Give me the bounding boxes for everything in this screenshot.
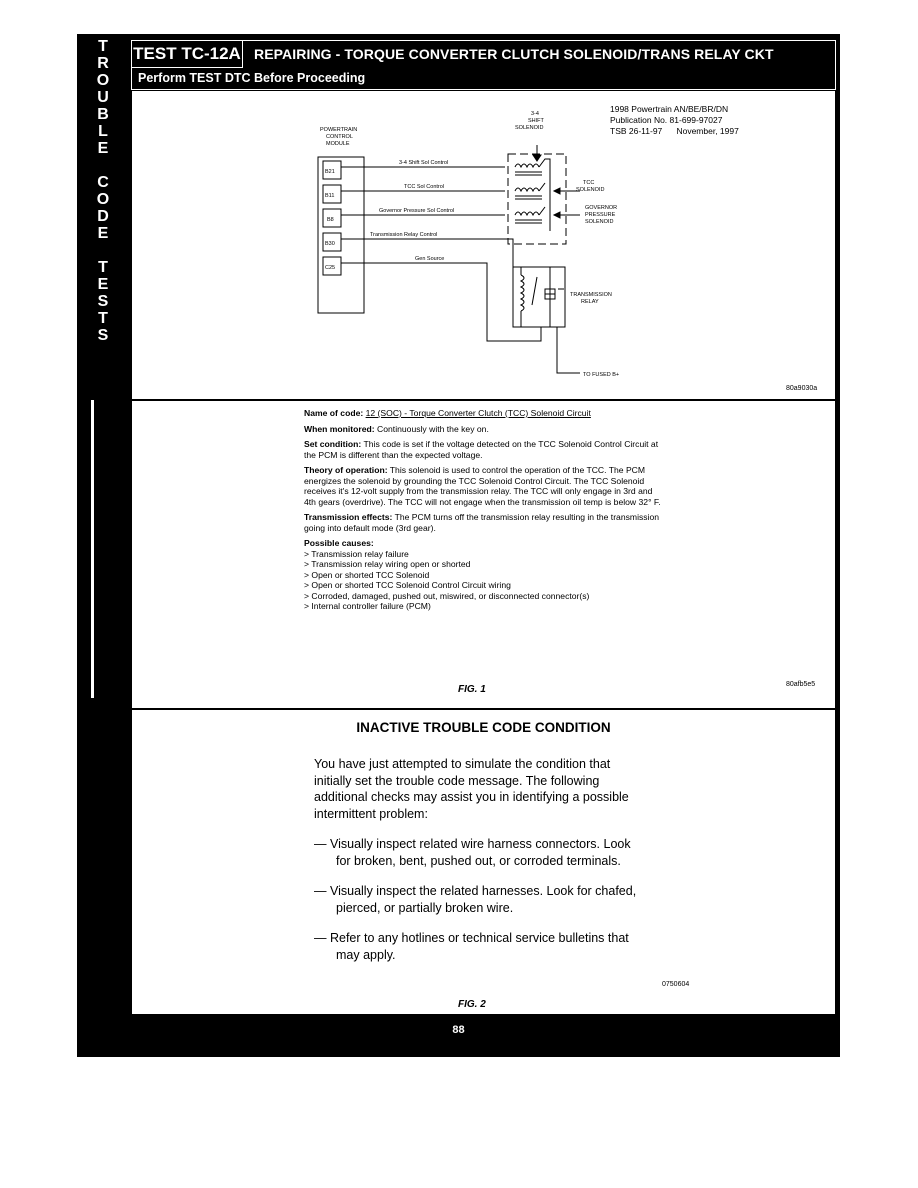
pub-line: 1998 Powertrain AN/BE/BR/DN <box>610 104 729 114</box>
perform-instruction: Perform TEST DTC Before Proceeding <box>138 71 366 85</box>
test-header: TEST TC-12A REPAIRING - TORQUE CONVERTER… <box>131 40 836 90</box>
pcm-label: MODULE <box>326 141 350 147</box>
inactive-title: INACTIVE TROUBLE CODE CONDITION <box>356 720 611 735</box>
effects-value: The PCM turns off the transmission relay… <box>304 512 660 533</box>
sidebar-letter: T <box>98 310 108 327</box>
inactive-intro: You have just attempted to simulate the … <box>314 757 629 821</box>
pin-label: B11 <box>325 193 334 199</box>
shift-solenoid-label: SHIFT <box>528 118 545 124</box>
theory-label: Theory of operation: <box>304 465 388 475</box>
pin-label: B8 <box>327 217 334 223</box>
list-item: > Transmission relay wiring open or shor… <box>304 559 471 569</box>
sidebar-letter: L <box>98 123 108 140</box>
possible-causes-list: > Transmission relay failure > Transmiss… <box>304 549 664 612</box>
pub-line: Publication No. 81-699-97027 <box>610 115 723 125</box>
list-item: > Open or shorted TCC Solenoid Control C… <box>304 580 511 590</box>
check-item: — Refer to any hotlines or technical ser… <box>314 931 629 962</box>
list-item: > Open or shorted TCC Solenoid <box>304 569 430 580</box>
sidebar-letter: R <box>97 55 109 72</box>
list-item: > Internal controller failure (PCM) <box>304 601 431 611</box>
pcm-box <box>317 156 365 314</box>
wire-label: TCC Sol Control <box>404 184 444 190</box>
sidebar-letter: O <box>96 191 110 208</box>
set-condition-label: Set condition: <box>304 439 362 449</box>
fused-label: TO FUSED B+ <box>583 372 619 378</box>
check-item: — Visually inspect the related harnesses… <box>314 884 637 915</box>
pcm-label: CONTROL <box>326 134 353 140</box>
list-item: > Corroded, damaged, pushed out, miswire… <box>304 590 590 601</box>
bottom-bar <box>77 1047 840 1057</box>
relay-label: RELAY <box>581 299 599 305</box>
figure-2-label: FIG. 2 <box>458 999 486 1010</box>
list-item: > Transmission relay failure <box>304 548 409 559</box>
sidebar-letter: E <box>97 225 109 242</box>
code-info-panel: Name of code: 12 (SOC) - Torque Converte… <box>131 400 836 709</box>
tcc-solenoid-label: TCC <box>583 180 594 186</box>
governor-label: PRESSURE <box>585 212 616 218</box>
wiring-diagram: POWERTRAIN CONTROL MODULE B21 B11 B8 B30… <box>317 111 619 378</box>
inactive-condition-panel: INACTIVE TROUBLE CODE CONDITION You have… <box>131 709 836 1015</box>
wire-label: Governor Pressure Sol Control <box>379 208 454 214</box>
code-info-text: Name of code: 12 (SOC) - Torque Converte… <box>304 408 664 612</box>
sidebar-letter: T <box>98 38 108 55</box>
page-number: 88 <box>452 1024 465 1036</box>
wire-label: Gen Source <box>415 256 444 262</box>
pin-label: B30 <box>325 241 335 247</box>
possible-causes-label: Possible causes: <box>304 538 374 548</box>
pub-line: TSB 26-11-97 November, 1997 <box>610 126 739 136</box>
shift-solenoid-label: 3-4 <box>531 111 539 117</box>
sidebar-letter: O <box>96 72 110 89</box>
pin-label: B21 <box>325 169 335 175</box>
diagram-code: 80a9030a <box>786 385 818 392</box>
tcc-solenoid-label: SOLENOID <box>576 187 604 193</box>
check-item: — Visually inspect related wire harness … <box>314 837 631 868</box>
theory-value: This solenoid is used to control the ope… <box>304 465 661 507</box>
shift-solenoid-label: SOLENOID <box>515 125 543 131</box>
when-monitored-value: Continuously with the key on. <box>377 423 489 434</box>
sidebar-letter: T <box>98 259 108 276</box>
publication-info: 1998 Powertrain AN/BE/BR/DN Publication … <box>610 104 739 137</box>
wiring-diagram-panel: 1998 Powertrain AN/BE/BR/DN Publication … <box>131 90 836 400</box>
sidebar-letter: C <box>97 174 109 191</box>
sidebar-letter: B <box>97 106 109 123</box>
relay-label: TRANSMISSION <box>570 292 612 298</box>
sidebar-letter: S <box>97 327 109 344</box>
when-monitored-label: When monitored: <box>304 423 375 434</box>
set-condition-value: This code is set if the voltage detected… <box>304 439 659 460</box>
pcm-label: POWERTRAIN <box>320 127 357 133</box>
test-title: REPAIRING - TORQUE CONVERTER CLUTCH SOLE… <box>254 46 774 62</box>
sidebar-rule <box>91 400 94 698</box>
inactive-text: You have just attempted to simulate the … <box>314 756 644 977</box>
test-id: TEST TC-12A <box>132 41 243 68</box>
wire-label: Transmission Relay Control <box>370 232 437 238</box>
fig1-code: 80afb5e5 <box>786 681 816 688</box>
wire-label: 3-4 Shift Sol Control <box>399 160 448 166</box>
governor-label: GOVERNOR <box>585 205 617 211</box>
sidebar-letter: S <box>97 293 109 310</box>
sidebar-letter: E <box>97 276 109 293</box>
pin-label: C25 <box>325 265 335 271</box>
sidebar-letter: D <box>97 208 109 225</box>
figure-1-label: FIG. 1 <box>458 684 486 695</box>
name-of-code-label: Name of code: <box>304 408 364 418</box>
sidebar-letter: E <box>97 140 109 157</box>
name-of-code-value: 12 (SOC) - Torque Converter Clutch (TCC)… <box>365 408 591 418</box>
governor-label: SOLENOID <box>585 219 613 225</box>
sidebar-letter: U <box>97 89 109 106</box>
fig2-code: 0750604 <box>662 981 690 988</box>
effects-label: Transmission effects: <box>304 512 393 522</box>
